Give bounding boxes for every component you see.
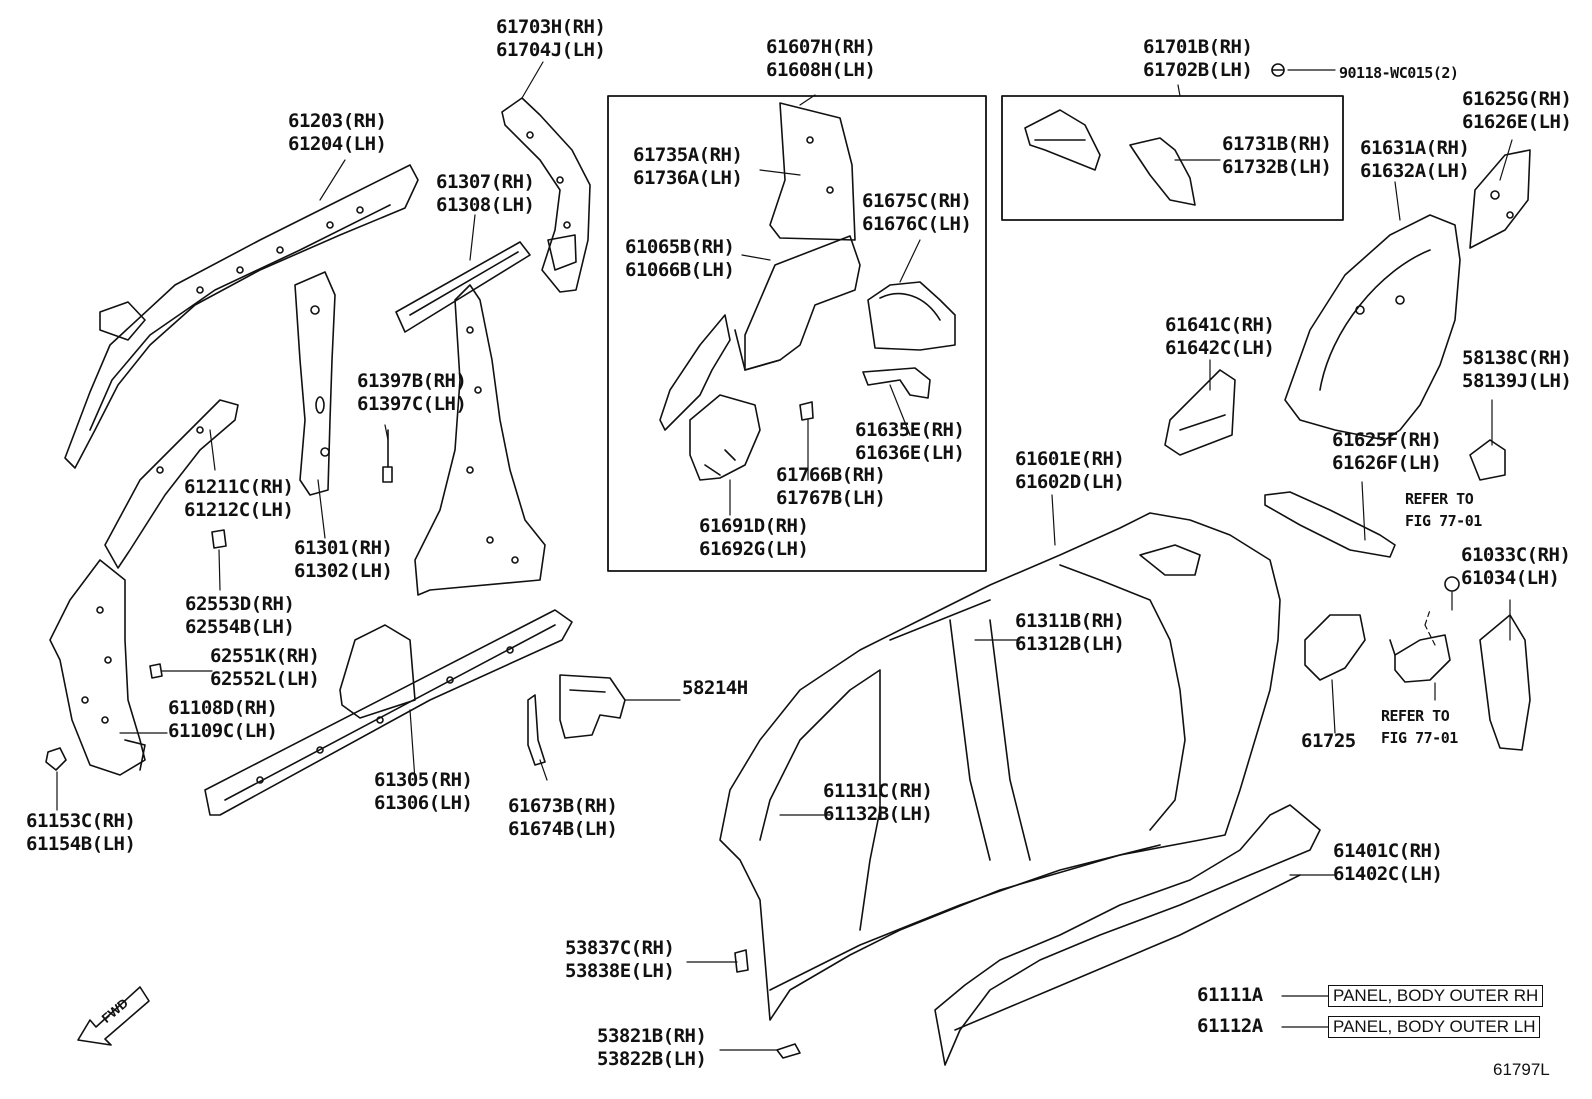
part-61033-clip: [1444, 576, 1460, 592]
label-90118: 90118-WC015(2): [1339, 64, 1459, 82]
part-61641-reinforcement: [1164, 369, 1236, 456]
part-61673-gusset: [527, 694, 546, 766]
label-61625g: 61625G(RH)61626E(LH): [1462, 88, 1572, 133]
part-61735-pillar: [769, 102, 856, 241]
part-53837-bracket: [734, 949, 749, 973]
part-61108-front-pillar: [49, 559, 146, 776]
label-61601: 61601E(RH)61602D(LH): [1015, 448, 1125, 493]
part-61766-clip: [799, 401, 814, 421]
part-61065-wheelhouse-inner: [734, 235, 861, 371]
label-61131: 61131C(RH)61132B(LH): [823, 780, 933, 825]
part-62553-clip: [211, 529, 227, 549]
group-box-61607: [607, 95, 987, 572]
part-61631-wheelhouse: [1284, 214, 1461, 441]
label-61211: 61211C(RH)61212C(LH): [184, 476, 294, 521]
label-53837: 53837C(RH)53838E(LH): [565, 937, 675, 982]
part-61305-outer-pillar: [414, 284, 546, 596]
label-61691: 61691D(RH)61692G(LH): [699, 515, 809, 560]
description-panel-body-outer-lh: PANEL, BODY OUTER LH: [1328, 1016, 1541, 1038]
label-61307: 61307(RH)61308(LH): [436, 171, 535, 216]
part-61065-side-panel: [659, 314, 731, 431]
label-61311: 61311B(RH)61312B(LH): [1015, 610, 1125, 655]
description-panel-body-outer-rh: PANEL, BODY OUTER RH: [1328, 985, 1544, 1007]
label-61703: 61703H(RH)61704J(LH): [496, 16, 606, 61]
part-61635-bracket: [862, 367, 931, 399]
part-61397-clip: [382, 429, 393, 483]
part-61701-panel: [1024, 109, 1101, 171]
label-61065: 61065B(RH)61066B(LH): [625, 236, 735, 281]
part-61203-roof-rail: [64, 164, 419, 469]
label-61607: 61607H(RH)61608H(LH): [766, 36, 876, 81]
part-61601-body-side-outer: [719, 512, 1281, 1021]
part-61301-center-pillar: [294, 271, 336, 496]
label-61766: 61766B(RH)61767B(LH): [776, 464, 886, 509]
part-61401-rocker-outer: [934, 804, 1321, 1066]
label-61108: 61108D(RH)61109C(LH): [168, 697, 278, 742]
part-fuel-lid: [1389, 634, 1451, 683]
label-61153: 61153C(RH)61154B(LH): [26, 810, 136, 855]
label-61397: 61397B(RH)61397C(LH): [357, 370, 467, 415]
part-61625f-extension: [1264, 491, 1396, 558]
label-61112: 61112A: [1197, 1015, 1263, 1037]
label-61641: 61641C(RH)61642C(LH): [1165, 314, 1275, 359]
part-61033-extension: [1479, 614, 1531, 751]
part-61305-rocker: [204, 609, 573, 816]
label-61301: 61301(RH)61302(LH): [294, 537, 393, 582]
group-box-61701: [1001, 95, 1344, 221]
label-58214: 58214H: [682, 677, 748, 699]
part-61691-bracket: [689, 394, 761, 481]
part-61675-wheelhouse-outer: [867, 281, 956, 351]
part-61703-pillar: [501, 97, 591, 293]
part-90118-bolt: [1271, 63, 1285, 77]
part-61625g-gusset: [1469, 149, 1531, 249]
part-58214-bracket: [559, 674, 626, 739]
part-61725-fuel-housing: [1304, 614, 1366, 681]
label-62553: 62553D(RH)62554B(LH): [185, 593, 295, 638]
label-61401: 61401C(RH)61402C(LH): [1333, 840, 1443, 885]
figure-number: 61797L: [1493, 1060, 1550, 1079]
part-61731-brace: [1129, 137, 1196, 206]
fwd-arrow-icon: [77, 986, 150, 1046]
label-61203: 61203(RH)61204(LH): [288, 110, 387, 155]
label-61725: 61725: [1301, 730, 1356, 752]
leader-lines: [56, 61, 1513, 1051]
label-61631: 61631A(RH)61632A(LH): [1360, 137, 1470, 182]
label-61675: 61675C(RH)61676C(LH): [862, 190, 972, 235]
label-61731: 61731B(RH)61732B(LH): [1222, 133, 1332, 178]
label-58138: 58138C(RH)58139J(LH): [1462, 347, 1572, 392]
part-61211-pillar-reinforcement: [104, 399, 239, 569]
label-61673: 61673B(RH)61674B(LH): [508, 795, 618, 840]
label-61033: 61033C(RH)61034(LH): [1461, 544, 1571, 589]
part-58138-bracket: [1469, 439, 1506, 481]
label-61735: 61735A(RH)61736A(LH): [633, 144, 743, 189]
label-53821: 53821B(RH)53822B(LH): [597, 1025, 707, 1070]
part-61153-plug: [45, 747, 67, 771]
part-61307-roof-bow: [395, 241, 531, 333]
label-61305: 61305(RH)61306(LH): [374, 769, 473, 814]
label-61635: 61635E(RH)61636E(LH): [855, 419, 965, 464]
label-61625f: 61625F(RH)61626F(LH): [1332, 429, 1442, 474]
part-62551-clip: [149, 663, 163, 679]
label-61701: 61701B(RH)61702B(LH): [1143, 36, 1253, 81]
label-61111: 61111A: [1197, 984, 1263, 1006]
label-62551: 62551K(RH)62552L(LH): [210, 645, 320, 690]
part-53821-bracket: [776, 1043, 801, 1059]
